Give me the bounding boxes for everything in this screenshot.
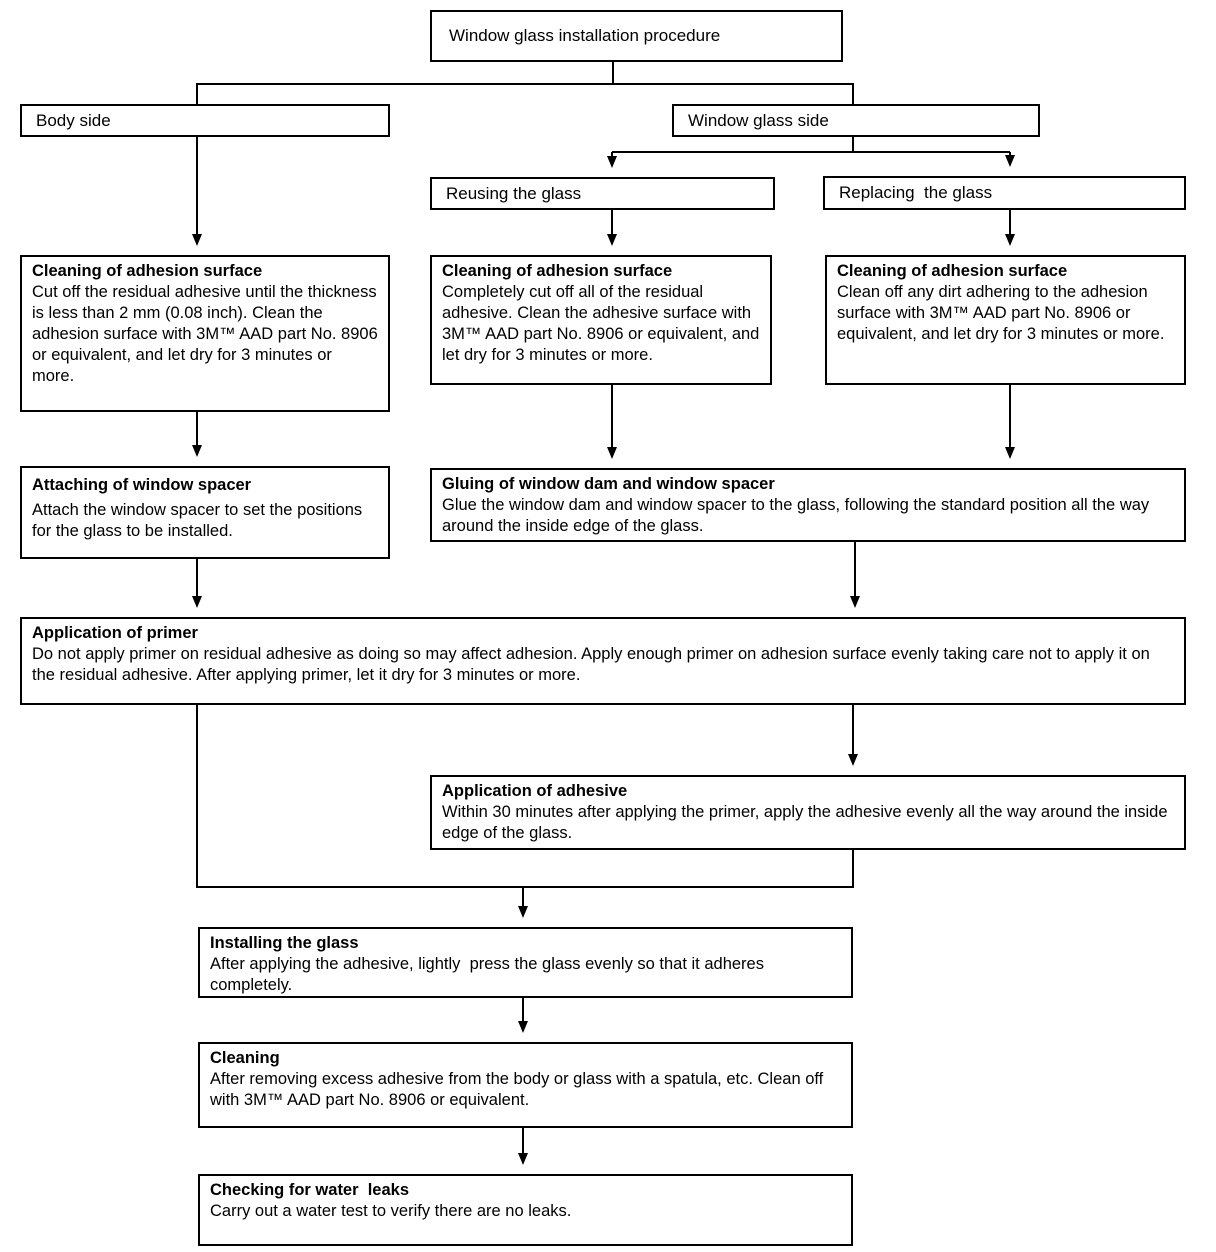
step-body: Do not apply primer on residual adhesive… <box>32 645 1155 684</box>
step-body: Attach the window spacer to set the posi… <box>32 501 367 540</box>
node-application-of-primer: Application of primer Do not apply prime… <box>20 617 1186 705</box>
step-title: Checking for water leaks <box>210 1181 409 1199</box>
step-title: Attaching of window spacer <box>32 476 252 494</box>
step-title: Cleaning of adhesion surface <box>442 262 673 280</box>
step-body: Cut off the residual adhesive until the … <box>32 283 383 385</box>
step-title: Installing the glass <box>210 934 359 952</box>
connector-merge-junction <box>196 705 854 888</box>
node-body-side: Body side <box>20 104 390 137</box>
step-body: After removing excess adhesive from the … <box>210 1070 833 1109</box>
node-window-glass-side-label: Window glass side <box>688 110 829 130</box>
node-replacing-glass-label: Replacing the glass <box>839 183 993 202</box>
step-title: Cleaning of adhesion surface <box>837 262 1068 280</box>
node-title-label: Window glass installation procedure <box>449 26 721 45</box>
node-cleaning-reused-glass: Cleaning of adhesion surface Completely … <box>430 255 772 385</box>
step-title: Application of primer <box>32 624 198 642</box>
node-application-of-adhesive: Application of adhesive Within 30 minute… <box>430 775 1186 850</box>
node-body-side-label: Body side <box>36 110 111 130</box>
step-title: Application of adhesive <box>442 782 628 800</box>
node-cleaning-final: Cleaning After removing excess adhesive … <box>198 1042 853 1128</box>
step-body: After applying the adhesive, lightly pre… <box>210 955 769 994</box>
node-reusing-glass: Reusing the glass <box>430 177 775 210</box>
step-title: Gluing of window dam and window spacer <box>442 475 775 493</box>
node-replacing-glass: Replacing the glass <box>823 176 1186 210</box>
connector-windowside-split <box>612 136 1010 153</box>
step-title: Cleaning <box>210 1049 280 1067</box>
node-installing-the-glass: Installing the glass After applying the … <box>198 927 853 998</box>
step-body: Clean off any dirt adhering to the adhes… <box>837 283 1165 343</box>
node-gluing-window-dam: Gluing of window dam and window spacer G… <box>430 468 1186 542</box>
node-window-glass-side: Window glass side <box>672 104 1040 137</box>
node-checking-for-water-leaks: Checking for water leaks Carry out a wat… <box>198 1174 853 1246</box>
step-body: Completely cut off all of the residual a… <box>442 283 764 364</box>
step-title: Cleaning of adhesion surface <box>32 262 263 280</box>
step-body: Within 30 minutes after applying the pri… <box>442 803 1173 842</box>
node-title: Window glass installation procedure <box>430 10 843 62</box>
node-cleaning-body-side: Cleaning of adhesion surface Cut off the… <box>20 255 390 412</box>
step-body: Carry out a water test to verify there a… <box>210 1202 572 1220</box>
step-body: Glue the window dam and window spacer to… <box>442 496 1154 535</box>
node-attaching-window-spacer: Attaching of window spacer Attach the wi… <box>20 466 390 559</box>
node-reusing-glass-label: Reusing the glass <box>446 183 582 203</box>
node-cleaning-replaced-glass: Cleaning of adhesion surface Clean off a… <box>825 255 1186 385</box>
connector-split-top <box>196 83 854 104</box>
